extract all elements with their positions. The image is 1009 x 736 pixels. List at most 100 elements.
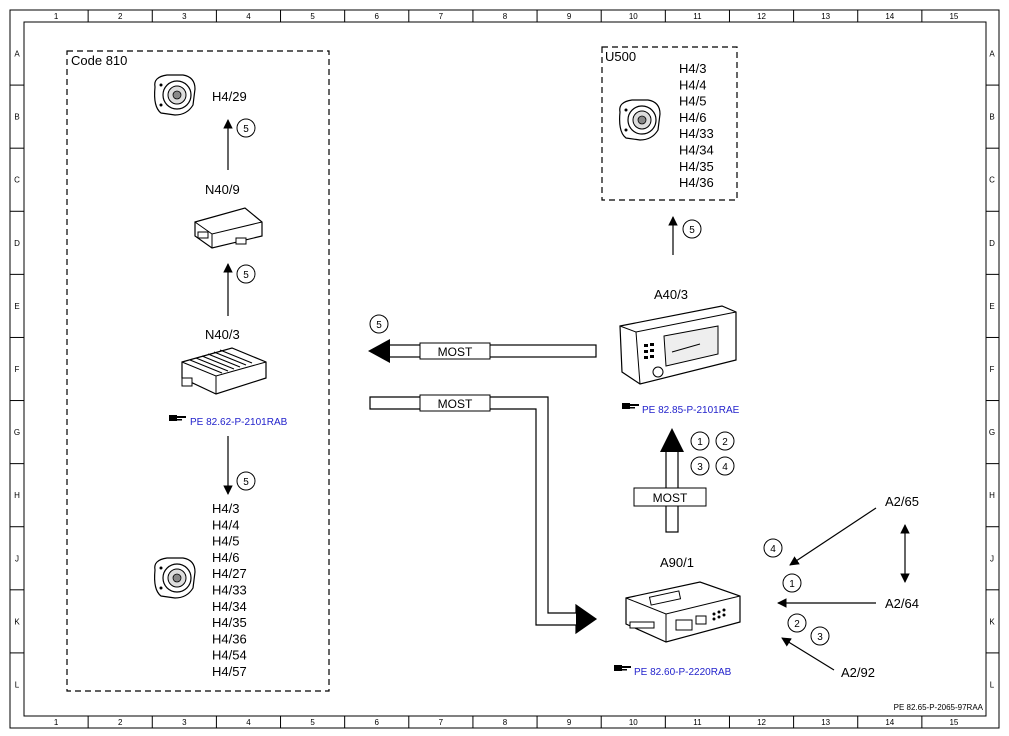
row-label: K [14,617,20,626]
a40-3-label: A40/3 [654,287,688,302]
column-label: 13 [821,12,830,21]
n40-3-label: N40/3 [205,327,240,342]
u500-label: U500 [605,49,636,64]
row-label: B [14,113,19,122]
speaker-label: H4/54 [212,648,247,663]
row-label: A [989,50,995,59]
h4-29-label: H4/29 [212,89,247,104]
code810-label: Code 810 [71,53,127,68]
a2-92-label: A2/92 [841,665,875,680]
arrow-a2-65-to-a90-1 [789,507,877,566]
column-label: 7 [439,12,444,21]
speaker-label: H4/33 [212,583,247,598]
circled-number: 4 [763,538,783,558]
speaker-label: H4/4 [212,517,239,532]
a90-1-reference-link[interactable]: PE 82.60-P-2220RAB [634,667,732,678]
svg-text:4: 4 [722,462,728,473]
column-label: 3 [182,718,187,727]
speaker-label: H4/33 [679,126,714,141]
a2-65-label: A2/65 [885,494,919,509]
column-label: 11 [693,718,702,727]
row-label: K [989,617,995,626]
svg-text:4: 4 [770,544,776,555]
column-label: 6 [375,718,380,727]
column-label: 3 [182,12,187,21]
svg-text:5: 5 [376,320,382,331]
speaker-label: H4/6 [679,110,706,125]
row-label: F [990,365,995,374]
row-label: A [14,50,20,59]
speaker-label: H4/5 [212,534,239,549]
column-label: 1 [54,718,59,727]
a90-1-label: A90/1 [660,555,694,570]
speaker-icon [154,74,196,116]
column-label: 5 [310,12,315,21]
row-label: C [989,176,995,185]
head-unit-icon [619,305,737,385]
column-label: 1 [54,12,59,21]
arrow-a2-92-to-a90-1 [781,637,835,671]
row-label: E [989,302,994,311]
most-label: MOST [438,397,473,411]
column-label: 11 [693,12,702,21]
column-label: 7 [439,718,444,727]
n40-3-reference-link[interactable]: PE 82.62-P-2101RAB [190,417,288,428]
speaker-label: H4/35 [679,159,714,174]
speaker-icon [154,557,196,599]
column-label: 15 [949,12,958,21]
column-label: 2 [118,718,123,727]
row-label: J [15,554,19,563]
circled-number: 5 [236,118,256,138]
column-label: 6 [375,12,380,21]
speaker-label: H4/36 [679,175,714,190]
svg-text:3: 3 [697,462,703,473]
row-label: G [14,428,20,437]
speaker-label: H4/35 [212,615,247,630]
row-label: J [990,554,994,563]
row-label: F [15,365,20,374]
most-bus-vertical: MOST [633,428,707,533]
column-label: 10 [629,718,638,727]
column-label: 14 [885,718,894,727]
speaker-label: H4/36 [212,631,247,646]
a2-64-label: A2/64 [885,596,919,611]
speaker-label: H4/27 [212,566,247,581]
row-label: E [14,302,19,311]
circled-number: 5 [369,314,389,334]
drawing-frame [9,9,1000,729]
document-id: PE 82.65-P-2065-97RAA [894,703,984,712]
circled-number: 5 [236,264,256,284]
pointing-hand-icon [614,665,631,671]
column-label: 8 [503,12,508,21]
column-label: 14 [885,12,894,21]
speaker-label: H4/5 [679,94,706,109]
row-label: G [989,428,995,437]
row-label: C [14,176,20,185]
row-label: B [989,113,994,122]
a40-3-reference-link[interactable]: PE 82.85-P-2101RAE [642,405,740,416]
svg-text:3: 3 [817,632,823,643]
row-label: H [989,491,995,500]
column-label: 2 [118,12,123,21]
most-label: MOST [438,345,473,359]
module-icon [194,207,263,249]
column-label: 4 [246,718,251,727]
most-label: MOST [653,491,688,505]
column-label: 15 [949,718,958,727]
column-label: 5 [310,718,315,727]
circled-number: 5 [236,471,256,491]
row-label: D [14,239,20,248]
svg-text:5: 5 [243,477,249,488]
n40-9-label: N40/9 [205,182,240,197]
circled-number-group: 1 2 3 4 [690,431,735,476]
column-label: 12 [757,12,766,21]
speaker-label: H4/3 [212,501,239,516]
svg-text:1: 1 [789,579,795,590]
circled-number: 2 [787,613,807,633]
column-label: 10 [629,12,638,21]
speaker-label: H4/4 [679,77,706,92]
